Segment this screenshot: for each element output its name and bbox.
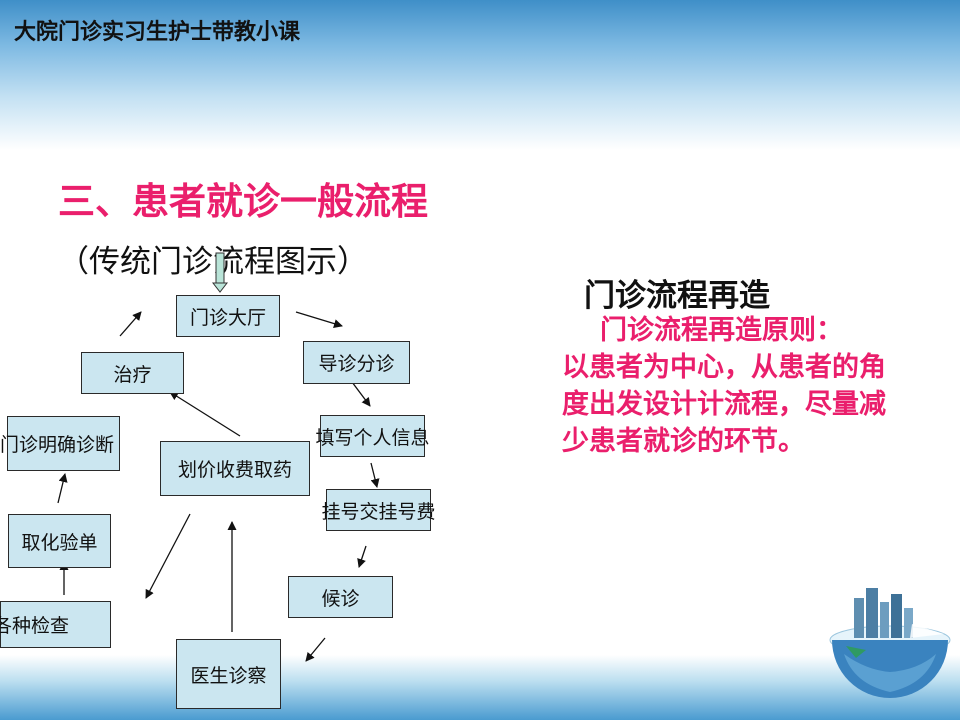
arrow-pay-to-treatment	[169, 391, 241, 437]
flow-box-treatment-label: 治疗	[113, 363, 152, 386]
arrow-hall-to-guide	[295, 311, 343, 328]
footer-band	[0, 655, 960, 720]
flow-box-info-label: 填写个人信息	[315, 426, 430, 449]
reengineer-principle: 门诊流程再造原则：	[600, 315, 843, 346]
reengineer-title: 门诊流程再造	[584, 278, 770, 314]
flow-box-wait: 候诊	[288, 576, 393, 618]
flow-box-hall-label: 门诊大厅	[189, 306, 266, 329]
flow-box-info: 填写个人信息	[316, 415, 430, 457]
flow-box-guide-label: 导诊分诊	[318, 353, 395, 375]
flow-box-doctor-label: 医生诊察	[190, 664, 267, 687]
flow-box-diagnosis-label: 门诊明确诊断	[0, 434, 115, 456]
arrow-register-to-wait	[357, 545, 367, 568]
flow-box-exams-label: 各种检查	[0, 615, 70, 637]
flow-box-register: 挂号交挂号费	[322, 489, 436, 531]
flow-box-doctor: 医生诊察	[176, 639, 281, 709]
section-heading-sub: （传统门诊流程图示）	[58, 244, 368, 280]
arrow-pay-to-exams	[145, 513, 191, 599]
flow-box-lab-label: 取化验单	[21, 531, 98, 554]
reengineer-text: 以患者为中心，从患者的角度出发设计计流程，尽量减少患者就诊的环节。	[562, 352, 886, 457]
flow-box-pay: 划价收费取药	[160, 441, 310, 496]
header-band	[0, 0, 960, 150]
section-heading-main: 三、患者就诊一般流程	[58, 179, 428, 223]
flow-box-treatment: 治疗	[81, 352, 184, 394]
arrow-treatment-to-hall	[119, 311, 142, 337]
flow-box-guide: 导诊分诊	[303, 341, 410, 384]
section-heading: 三、患者就诊一般流程 （传统门诊流程图示）	[58, 172, 458, 291]
flow-box-exams: 各种检查	[0, 601, 111, 648]
flow-box-pay-label: 划价收费取药	[177, 459, 292, 481]
flow-box-diagnosis: 门诊明确诊断	[0, 416, 120, 471]
arrow-guide-to-info	[351, 381, 371, 407]
arrow-info-to-register	[370, 462, 380, 488]
flow-box-wait-label: 候诊	[321, 587, 360, 610]
arrow-lab-to-diagnosis	[57, 473, 68, 504]
flow-box-register-label: 挂号交挂号费	[321, 500, 436, 523]
reengineer-body: 门诊流程再造原则： 以患者为中心，从患者的角度出发设计计流程，尽量减少患者就诊的…	[562, 312, 888, 460]
flow-box-lab: 取化验单	[8, 514, 111, 568]
city-globe-decoration	[829, 588, 951, 698]
slide-title: 大院门诊实习生护士带教小课	[14, 20, 301, 45]
flow-box-hall: 门诊大厅	[176, 295, 280, 337]
